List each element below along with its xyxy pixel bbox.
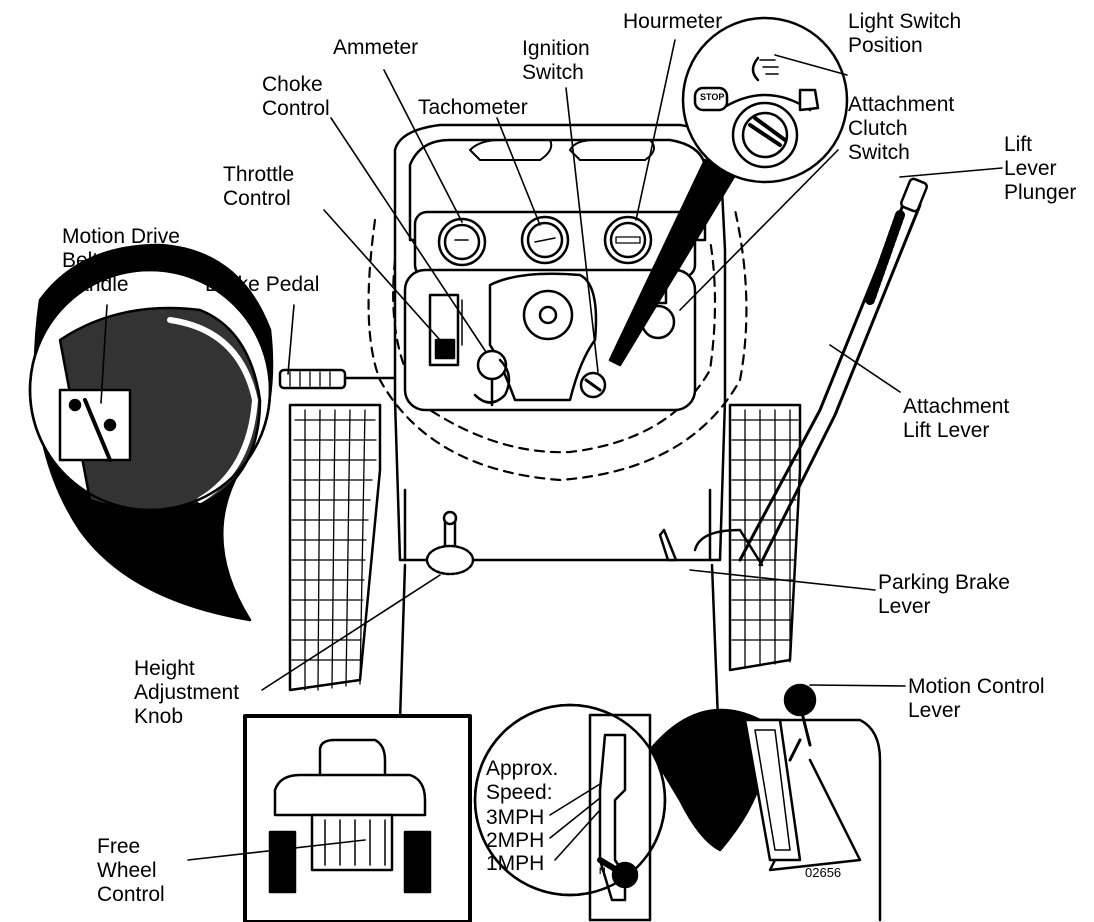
brake-pedal-part (278, 368, 397, 390)
left-fender (288, 403, 382, 692)
speed-3mph: 3MPH (486, 806, 545, 829)
tachometer-gauge (520, 215, 570, 265)
belt-tension-inset (28, 243, 274, 622)
leader-lines (100, 39, 1003, 861)
lift-lever-part (693, 177, 929, 567)
parking-brake-part (658, 528, 678, 562)
dash-outline-dashed (367, 208, 748, 482)
center-dash (488, 272, 598, 402)
neutral-label: N (599, 866, 606, 876)
light-switch-inset (608, 16, 849, 367)
ammeter-label: Ammeter (333, 36, 419, 59)
choke-knob (473, 349, 511, 407)
motion-control-part (738, 683, 882, 922)
stop-label: STOP (700, 92, 725, 102)
hourmeter-label: Hourmeter (623, 10, 723, 33)
figure-number: 02656 (805, 865, 842, 880)
speed-2mph: 2MPH (486, 829, 545, 852)
right-fender (728, 403, 802, 672)
speed-gate-inset (473, 703, 767, 922)
brake-pedal-label: Brake Pedal (205, 273, 320, 296)
tachometer-label: Tachometer (418, 96, 528, 119)
hourmeter-gauge (603, 215, 653, 265)
throttle-quadrant (428, 293, 463, 367)
approx-speed-label: Approx.Speed: (486, 757, 559, 804)
ignition-switch (579, 371, 607, 399)
free-wheel-inset (243, 714, 472, 922)
ammeter-gauge (437, 217, 487, 267)
speed-1mph: 1MPH (486, 852, 545, 875)
height-adjustment-knob-part (425, 510, 475, 576)
